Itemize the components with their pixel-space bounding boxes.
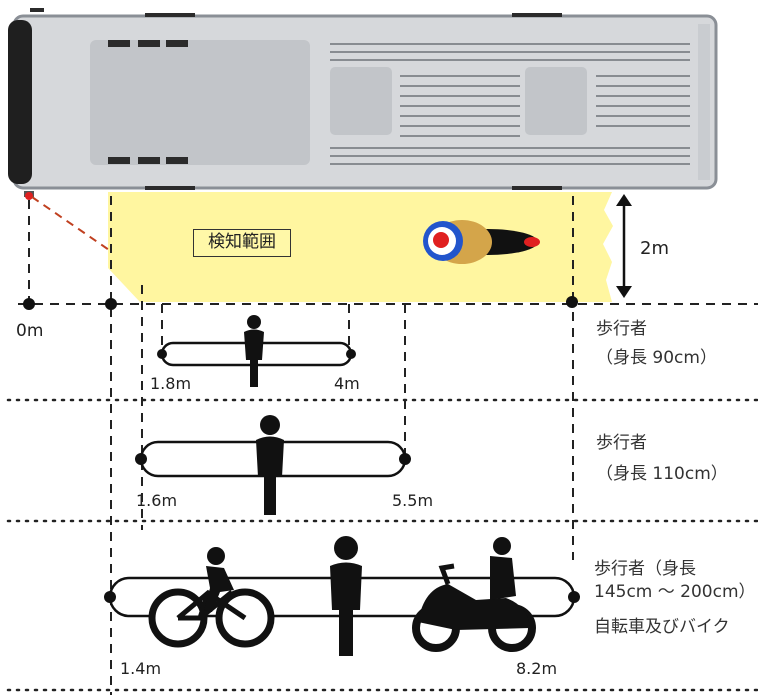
vehicle-label: 自転車及びバイク	[594, 616, 730, 637]
height-label: （身長 90cm）	[596, 347, 717, 368]
scooter-rider-icon	[412, 537, 536, 652]
category-row3: 歩行者（身長 145cm ～ 200cm） 自転車及びバイク	[594, 558, 756, 639]
height-label: （身長 110cm）	[596, 463, 728, 484]
category-label: 歩行者	[596, 319, 647, 339]
near-distance-row1: 1.8m	[150, 374, 191, 393]
width-label: 2m	[640, 238, 669, 259]
pedestrian-icon	[330, 536, 362, 656]
sensor-ray	[31, 196, 113, 253]
bus-icon	[8, 8, 718, 190]
width-arrow	[616, 194, 632, 298]
category-row1: 歩行者 （身長 90cm）	[596, 318, 717, 370]
far-distance-row1: 4m	[334, 374, 360, 393]
origin-label: 0m	[16, 321, 43, 341]
near-distance-row2: 1.6m	[136, 491, 177, 510]
category-label: 歩行者（身長	[594, 559, 696, 579]
category-label: 歩行者	[596, 433, 647, 453]
sensor-icon	[24, 191, 34, 200]
origin-markers	[23, 296, 578, 310]
bicycle-rider-icon	[148, 547, 275, 648]
pedestrian-icon	[256, 415, 284, 515]
detection-zone	[108, 192, 613, 302]
distance-guide-lines	[18, 196, 758, 695]
near-distance-row3: 1.4m	[120, 659, 161, 678]
detection-range-label: 検知範囲	[193, 229, 291, 257]
far-distance-row3: 8.2m	[516, 659, 557, 678]
far-distance-row2: 5.5m	[392, 491, 433, 510]
motorcycle-rider-icon	[423, 220, 540, 264]
height-label: 145cm ～ 200cm）	[594, 581, 756, 602]
row-separators	[6, 398, 758, 692]
pedestrian-icon	[244, 315, 264, 387]
category-row2: 歩行者 （身長 110cm）	[596, 432, 728, 486]
